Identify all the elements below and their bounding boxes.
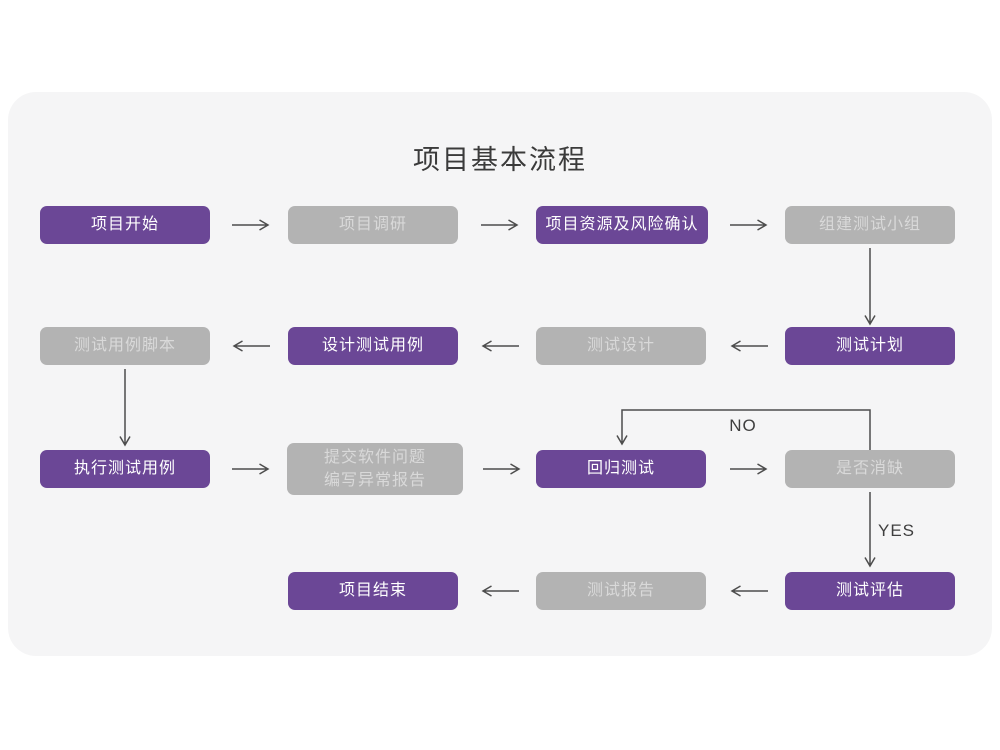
node-execute-test-cases-label: 执行测试用例 [73, 460, 176, 478]
node-project-research: 项目调研 [288, 206, 458, 244]
node-test-case-script: 测试用例脚本 [40, 327, 210, 365]
node-resource-risk-confirm-label: 项目资源及风险确认 [545, 216, 699, 234]
branch-label-yes: YES [878, 521, 916, 540]
node-project-research-label: 项目调研 [338, 216, 407, 234]
node-test-report-label: 测试报告 [586, 582, 655, 600]
node-test-design: 测试设计 [536, 327, 706, 365]
node-build-test-team: 组建测试小组 [785, 206, 955, 244]
node-project-end: 项目结束 [288, 572, 458, 610]
node-project-start: 项目开始 [40, 206, 210, 244]
node-test-design-label: 测试设计 [586, 337, 655, 355]
branch-label-no: NO [729, 416, 757, 435]
node-design-test-cases-label: 设计测试用例 [321, 337, 424, 355]
node-design-test-cases: 设计测试用例 [288, 327, 458, 365]
node-test-evaluation: 测试评估 [785, 572, 955, 610]
node-regression-test: 回归测试 [536, 450, 706, 488]
node-submit-issue-report-label: 提交软件问题 编写异常报告 [323, 448, 426, 489]
node-test-report: 测试报告 [536, 572, 706, 610]
node-project-start-label: 项目开始 [90, 216, 159, 234]
node-test-case-script-label: 测试用例脚本 [73, 337, 176, 355]
flowchart-card [8, 92, 992, 656]
node-defect-cleared-check: 是否消缺 [785, 450, 955, 488]
node-project-end-label: 项目结束 [338, 582, 407, 600]
node-execute-test-cases: 执行测试用例 [40, 450, 210, 488]
node-regression-test-label: 回归测试 [586, 460, 655, 478]
node-test-plan-label: 测试计划 [835, 337, 904, 355]
node-build-test-team-label: 组建测试小组 [818, 216, 921, 234]
node-resource-risk-confirm: 项目资源及风险确认 [536, 206, 708, 244]
node-test-evaluation-label: 测试评估 [835, 582, 904, 600]
node-submit-issue-report: 提交软件问题 编写异常报告 [287, 443, 463, 495]
node-test-plan: 测试计划 [785, 327, 955, 365]
page-title: 项目基本流程 [413, 145, 587, 175]
node-defect-cleared-check-label: 是否消缺 [835, 460, 904, 478]
